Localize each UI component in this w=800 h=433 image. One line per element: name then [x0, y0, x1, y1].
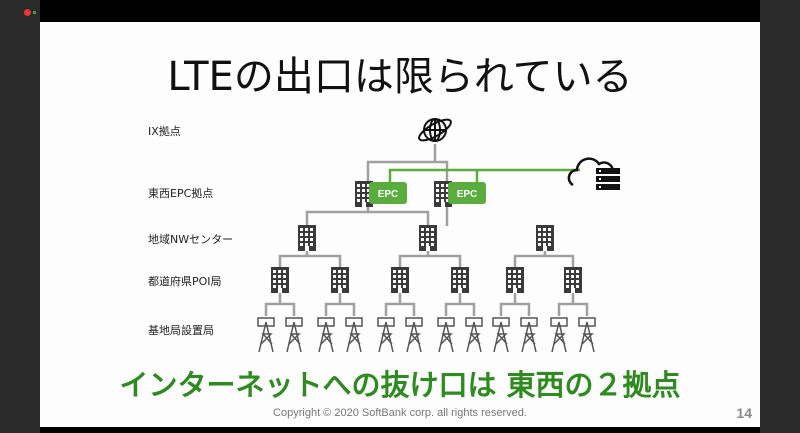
svg-text:EPC: EPC [457, 189, 478, 200]
level-label-ix: IX拠点 [148, 125, 181, 138]
building-icon [506, 267, 524, 293]
link [444, 302, 476, 316]
globe-icon [418, 118, 452, 142]
level-label-epc: 東西EPC拠点 [148, 187, 214, 200]
building-icon [355, 181, 373, 207]
top-bar [40, 0, 760, 22]
link [366, 160, 449, 182]
status-dot-icon [33, 11, 36, 14]
building-icon [536, 225, 554, 251]
link [324, 302, 356, 316]
cell-tower-icon [285, 317, 303, 353]
epc-badge: EPC [448, 182, 486, 204]
cell-tower-icon [257, 317, 275, 353]
cell-tower-icon [317, 317, 335, 353]
cell-tower-icon [465, 317, 483, 353]
shared-slide: LTEの出口は限られている IX拠点 東西EPC拠点 地域NWセンター 都道府県… [40, 22, 760, 427]
building-icon [391, 267, 409, 293]
cell-tower-icon [492, 317, 510, 353]
recording-indicator-icon[interactable] [24, 9, 31, 16]
slide-tagline: インターネットへの抜け口は 東西の２拠点 [119, 368, 681, 402]
cell-tower-icon [405, 317, 423, 353]
link [557, 302, 589, 316]
server-icon [596, 168, 620, 190]
level-label-regional: 地域NWセンター [148, 233, 234, 246]
link [499, 302, 531, 316]
participant-panel [0, 0, 40, 433]
building-icon [564, 267, 582, 293]
cell-tower-icon [437, 317, 455, 353]
link [264, 302, 296, 316]
level-label-basestation: 基地局設置局 [148, 324, 214, 337]
cell-tower-icon [345, 317, 363, 353]
bottom-bar [40, 427, 760, 433]
level-label-poi: 都道府県POI局 [148, 275, 222, 288]
building-icon [331, 267, 349, 293]
link [384, 302, 416, 316]
link [513, 254, 575, 268]
cell-tower-icon [377, 317, 395, 353]
cloud-icon [567, 157, 615, 187]
green-link [388, 168, 580, 187]
network-diagram: EPC EPC [257, 118, 620, 353]
link [278, 254, 342, 268]
slide-title: LTEの出口は限られている [167, 54, 633, 100]
cell-tower-icon [578, 317, 596, 353]
link [305, 210, 430, 226]
building-icon [434, 181, 452, 207]
building-icon [271, 267, 289, 293]
cell-tower-icon [520, 317, 538, 353]
building-icon [298, 225, 316, 251]
epc-badge: EPC [369, 182, 407, 204]
building-icon [419, 225, 437, 251]
page-number: 14 [736, 405, 752, 421]
link [398, 254, 462, 268]
building-icon [451, 267, 469, 293]
copyright: Copyright © 2020 SoftBank corp. all righ… [273, 407, 527, 419]
cell-tower-icon [550, 317, 568, 353]
svg-text:EPC: EPC [378, 189, 399, 200]
